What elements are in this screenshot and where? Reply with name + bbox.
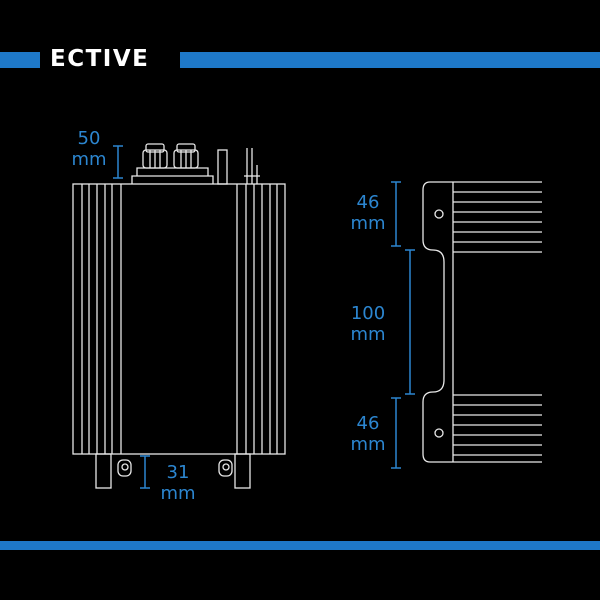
lower-mount-unit: mm — [350, 434, 386, 455]
dim-line-top-clearance — [113, 145, 123, 179]
right-heatsink-fins — [236, 184, 278, 454]
antenna — [244, 148, 260, 184]
switch-post — [217, 149, 228, 185]
left-heatsink-fins — [81, 184, 122, 454]
dim-line-lower-mount — [391, 397, 401, 469]
lower-mount-hole — [434, 428, 444, 438]
mounting-flange — [422, 181, 453, 463]
upper-mount-value: 46 — [356, 192, 380, 213]
device-feet — [95, 453, 251, 489]
bottom-accent-band — [0, 541, 600, 550]
bottom-clearance-unit: mm — [160, 483, 196, 504]
lower-mount-label: 46 mm — [342, 413, 394, 455]
top-clearance-unit: mm — [71, 149, 107, 170]
center-span-label: 100 mm — [342, 303, 394, 345]
upper-mount-unit: mm — [350, 213, 386, 234]
side-heatsink-fins-lower — [453, 394, 542, 463]
brand-logo: ECTIVE — [50, 46, 150, 72]
bottom-clearance-value: 31 — [166, 462, 190, 483]
dim-line-center-span — [405, 249, 415, 395]
top-clearance-value: 50 — [77, 128, 101, 149]
upper-mount-hole — [434, 209, 444, 219]
side-view-device — [422, 181, 542, 463]
bottom-clearance-label: 31 mm — [150, 462, 206, 504]
center-span-unit: mm — [350, 324, 386, 345]
top-clearance-label: 50 mm — [64, 128, 114, 170]
dim-line-upper-mount — [391, 181, 401, 247]
front-view-device — [72, 143, 286, 489]
device-body — [72, 183, 286, 455]
side-heatsink-fins-upper — [453, 181, 542, 253]
upper-mount-label: 46 mm — [342, 192, 394, 234]
center-span-value: 100 — [350, 303, 386, 324]
cable-glands — [131, 143, 214, 184]
dim-line-bottom-clearance — [140, 455, 150, 489]
logo-backdrop — [40, 44, 180, 74]
lower-mount-value: 46 — [356, 413, 380, 434]
